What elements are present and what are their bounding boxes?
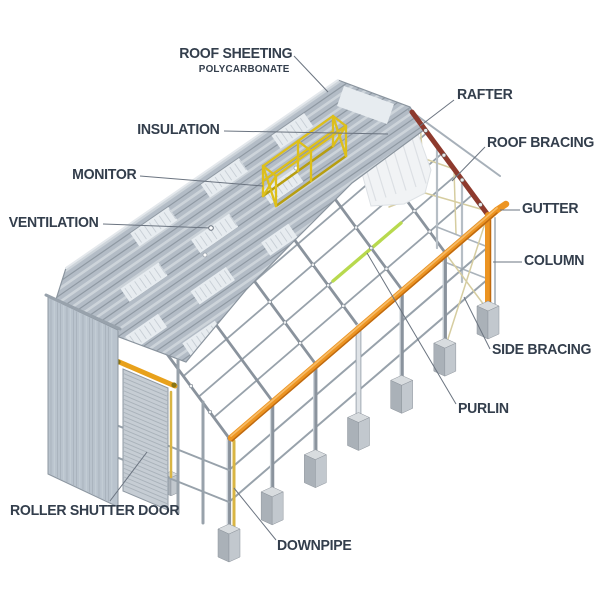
label-column: COLUMN xyxy=(524,252,585,269)
label-downpipe: DOWNPIPE xyxy=(277,537,352,554)
gutter-graphic xyxy=(227,200,510,442)
rafter-graphic xyxy=(407,108,491,218)
label-rafter: RAFTER xyxy=(457,86,513,103)
label-side-bracing: SIDE BRACING xyxy=(492,341,592,358)
leader-lines xyxy=(102,55,522,541)
label-roof-bracing: ROOF BRACING xyxy=(487,134,595,151)
label-ventilation: VENTILATION xyxy=(9,214,99,231)
label-monitor: MONITOR xyxy=(71,166,137,183)
label-roller-shutter-door: ROLLER SHUTTER DOOR xyxy=(10,502,180,519)
concrete-footings xyxy=(163,300,500,563)
monitor-frame-graphic xyxy=(261,114,348,208)
left-end-wall xyxy=(44,293,230,525)
roof-sheeting-edges xyxy=(51,79,425,363)
label-gutter: GUTTER xyxy=(522,200,579,217)
label-insulation: INSULATION xyxy=(137,121,221,138)
label-purlin: PURLIN xyxy=(458,400,509,417)
label-polycarbonate: POLYCARBONATE xyxy=(199,63,290,75)
label-roof-sheeting: ROOF SHEETING xyxy=(178,45,292,62)
front-wall-frame xyxy=(226,211,496,536)
